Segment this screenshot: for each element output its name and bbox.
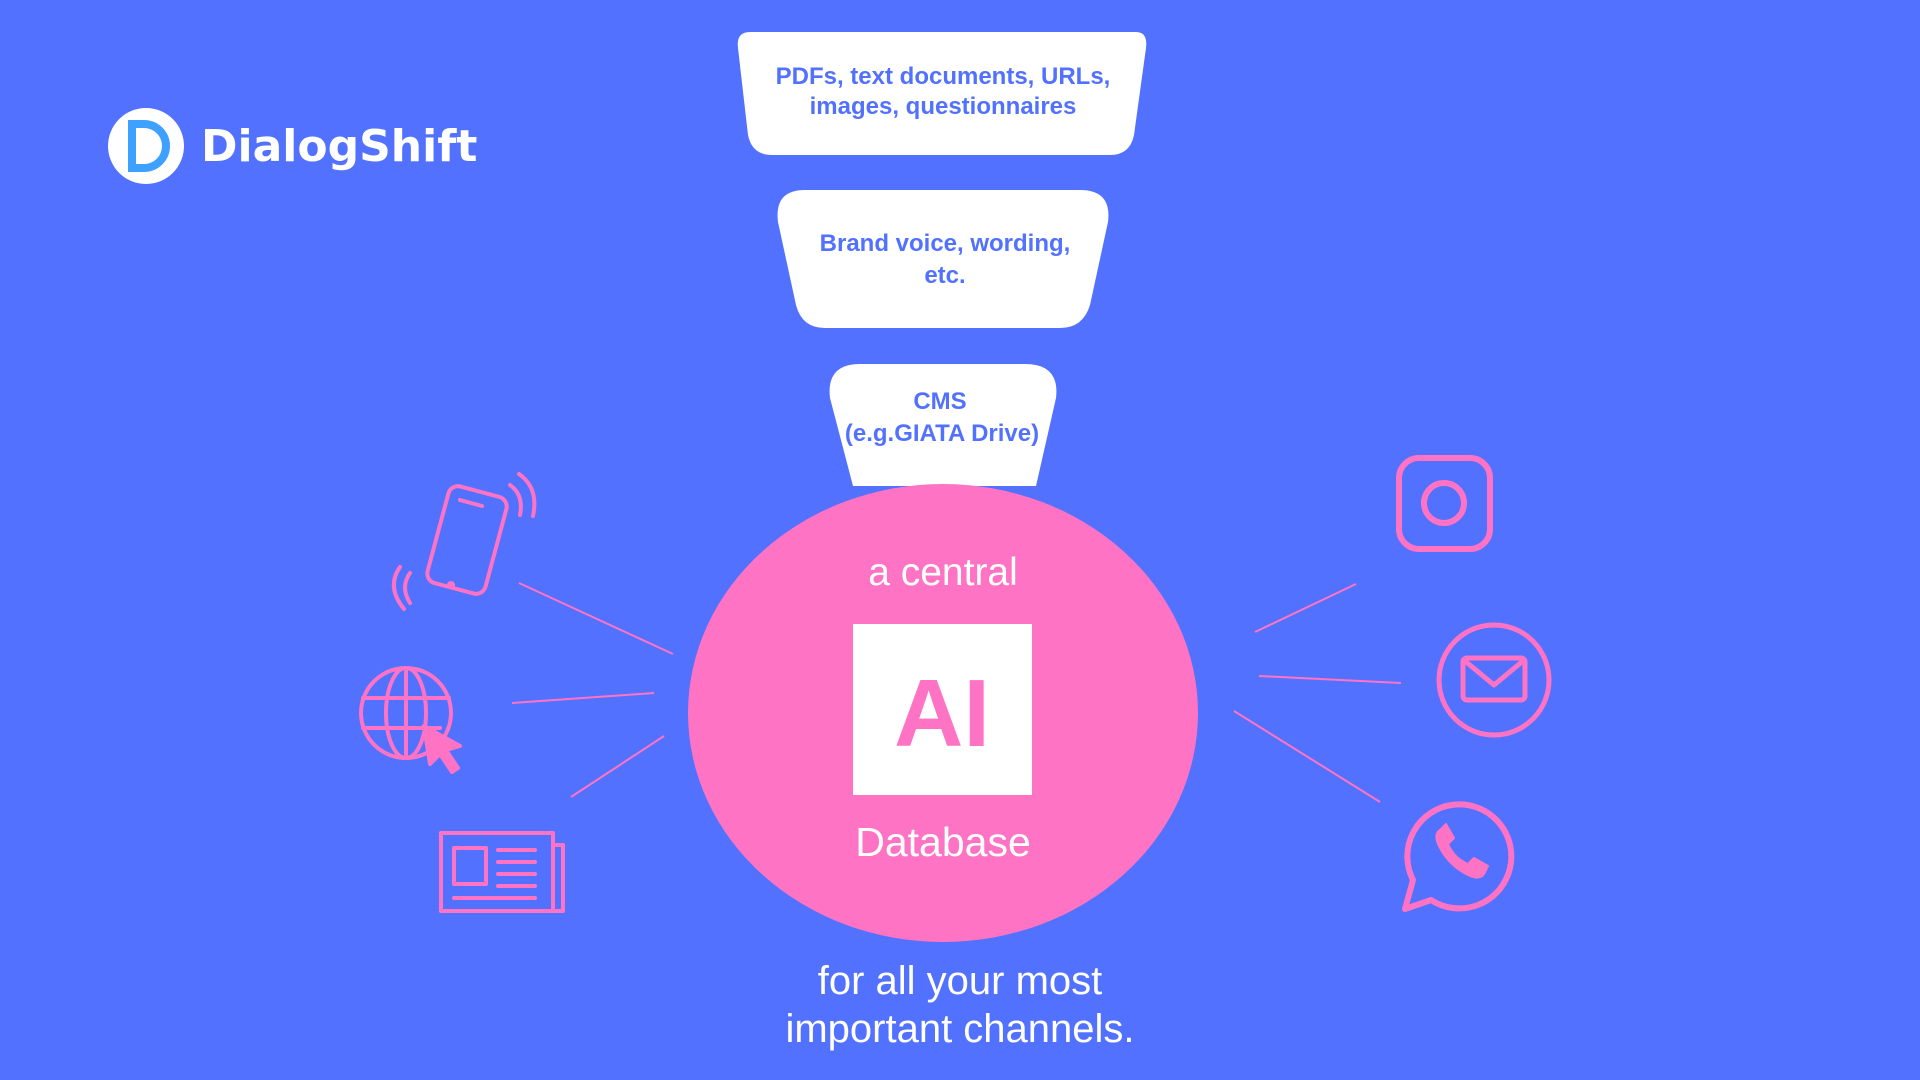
footer-line: important channels. — [785, 1007, 1134, 1051]
email-icon — [1436, 622, 1552, 738]
source-text: etc. — [924, 262, 965, 289]
source-box-3: CMS (e.g.GIATA Drive) — [829, 364, 1057, 486]
ai-badge-text: AI — [894, 660, 990, 767]
phone-icon — [392, 472, 537, 611]
newspaper-icon — [439, 831, 565, 913]
source-box-1: PDFs, text documents, URLs, images, ques… — [737, 32, 1147, 155]
source-text: Brand voice, wording, — [820, 230, 1071, 257]
connector-lines — [511, 582, 1402, 803]
source-text: (e.g.GIATA Drive) — [845, 420, 1039, 447]
instagram-icon — [1396, 455, 1493, 552]
logo: DialogShift — [108, 108, 477, 184]
center-top-label: a central — [868, 551, 1018, 594]
logo-circle — [108, 108, 184, 184]
source-text: PDFs, text documents, URLs, — [776, 63, 1111, 90]
footer-line: for all your most — [818, 959, 1103, 1003]
web-globe-icon — [359, 666, 462, 774]
source-box-2: Brand voice, wording, etc. — [777, 190, 1109, 328]
source-text: CMS — [913, 388, 966, 415]
center-bottom-label: Database — [855, 819, 1031, 865]
ai-badge — [853, 624, 1032, 795]
logo-d-icon — [128, 120, 170, 172]
source-text: images, questionnaires — [810, 93, 1077, 120]
brand-name: DialogShift — [201, 121, 477, 172]
whatsapp-icon — [1402, 801, 1515, 912]
